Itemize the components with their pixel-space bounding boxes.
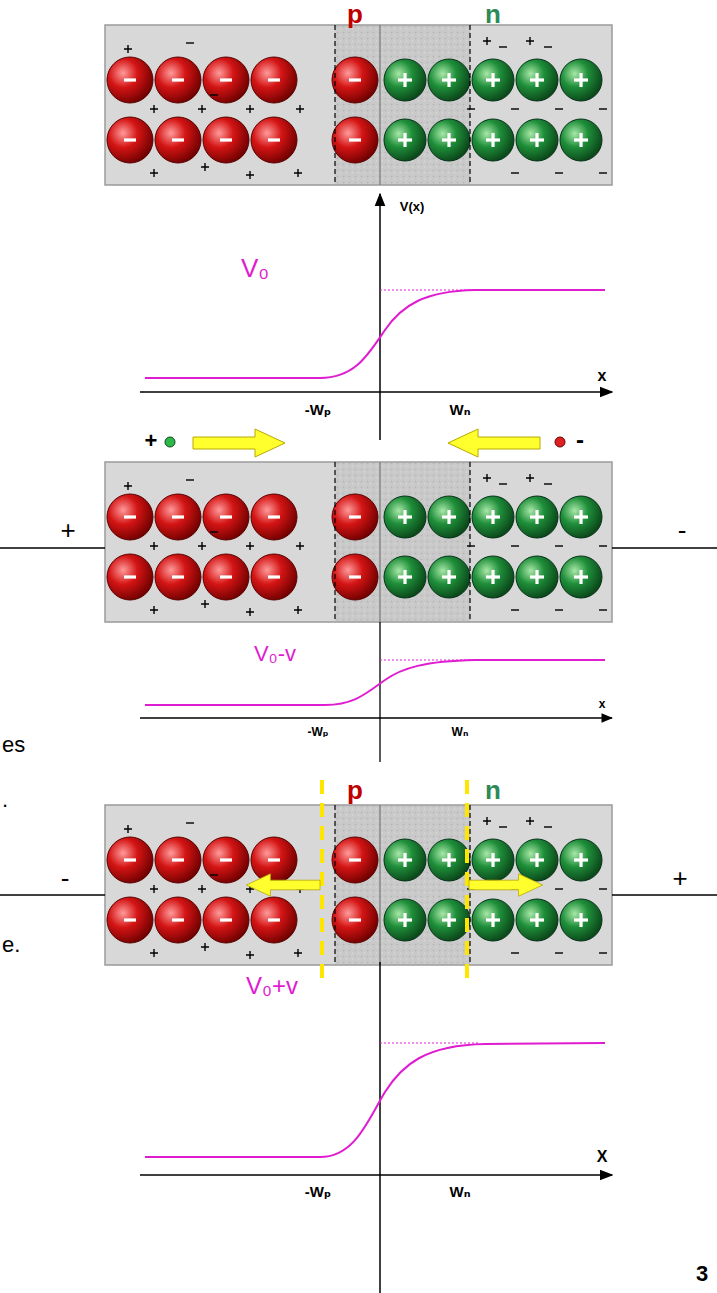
text-fragment: es bbox=[2, 733, 25, 757]
carrier-sign: - bbox=[576, 427, 584, 453]
junction-forward-bias bbox=[105, 462, 612, 622]
axis-tick-label: Wₙ bbox=[450, 1184, 471, 1201]
axis-label: x bbox=[598, 367, 607, 385]
axis-tick-label: Wₙ bbox=[450, 402, 471, 419]
page-number: 3 bbox=[696, 1262, 708, 1286]
potential-graph-equilibrium bbox=[140, 194, 612, 440]
terminal-sign: + bbox=[60, 516, 75, 545]
potential-graph-reverse bbox=[140, 962, 612, 1293]
region-label: p bbox=[347, 776, 363, 805]
terminal-sign: - bbox=[678, 516, 687, 545]
carrier-sign: + bbox=[145, 429, 158, 453]
axis-tick-label: -Wₚ bbox=[305, 402, 331, 419]
region-label: n bbox=[485, 776, 501, 805]
depletion-widening bbox=[246, 780, 542, 980]
axis-tick-label: -Wₚ bbox=[305, 1184, 331, 1201]
axis-label: x bbox=[599, 698, 606, 711]
axis-tick-label: Wₙ bbox=[452, 726, 469, 739]
axis-label: V(x) bbox=[400, 200, 425, 214]
region-label: p bbox=[347, 0, 363, 29]
junction-equilibrium bbox=[105, 25, 612, 185]
bias-wires bbox=[0, 548, 717, 549]
terminal-sign: - bbox=[61, 864, 70, 893]
axis-tick-label: -Wₚ bbox=[307, 726, 328, 739]
carrier-flow-arrows bbox=[165, 429, 565, 457]
text-fragment: e. bbox=[2, 933, 20, 957]
text-fragment: . bbox=[2, 788, 8, 812]
terminal-sign: + bbox=[672, 864, 687, 893]
potential-label: V₀-v bbox=[251, 642, 299, 666]
potential-label: V₀+v bbox=[243, 973, 301, 999]
region-label: n bbox=[485, 0, 501, 29]
potential-label: V₀ bbox=[241, 254, 269, 283]
junction-reverse-bias bbox=[105, 805, 612, 965]
bias-wires bbox=[0, 895, 717, 896]
axis-label: X bbox=[597, 1148, 608, 1166]
potential-graph-forward bbox=[140, 622, 612, 762]
